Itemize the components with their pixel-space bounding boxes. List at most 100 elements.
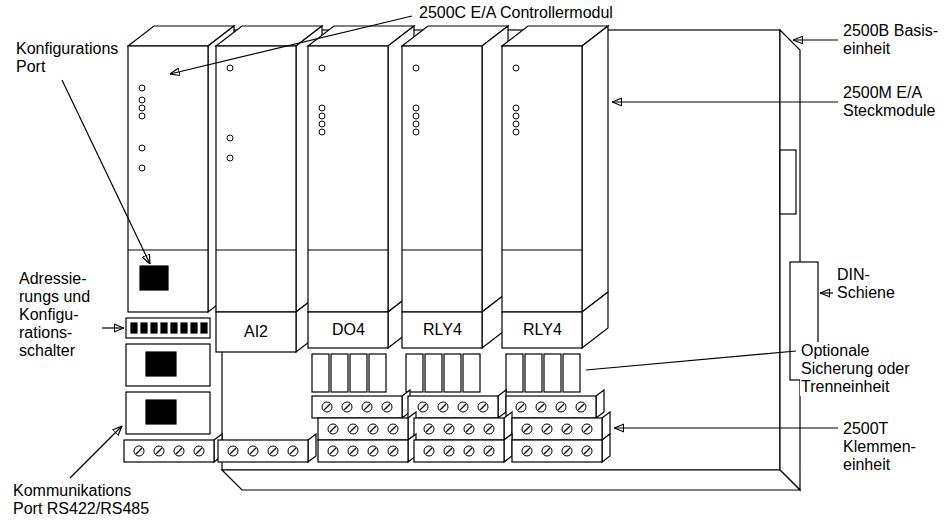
io-module bbox=[402, 46, 482, 312]
leader-line bbox=[62, 16, 838, 478]
comm-port bbox=[146, 400, 176, 424]
callout-label: AI2 bbox=[243, 323, 269, 341]
dip-switch bbox=[201, 323, 207, 333]
dip-switch bbox=[181, 323, 187, 333]
io-module bbox=[402, 312, 482, 348]
leader-line bbox=[170, 16, 412, 74]
io-module bbox=[502, 26, 608, 348]
controller-module bbox=[128, 249, 208, 250]
callout-label: DIN- Schiene bbox=[836, 266, 908, 302]
io-module bbox=[413, 121, 419, 127]
io-module bbox=[227, 155, 233, 161]
fuse-unit bbox=[312, 354, 580, 392]
controller-module bbox=[139, 85, 145, 91]
io-module bbox=[513, 129, 519, 135]
io-module bbox=[513, 121, 519, 127]
io-module bbox=[216, 46, 296, 312]
callout-label: RLY4 bbox=[522, 321, 563, 339]
callout-label: 2500M E/A Steckmodule bbox=[842, 84, 948, 120]
terminal-block bbox=[124, 434, 222, 462]
dip-switch bbox=[131, 323, 137, 333]
controller-module bbox=[139, 97, 145, 103]
leader-line bbox=[793, 39, 838, 40]
controller-module bbox=[139, 105, 145, 111]
dip-switch bbox=[161, 323, 167, 333]
base-unit bbox=[222, 30, 800, 490]
controller-module bbox=[139, 165, 145, 171]
io-module bbox=[319, 65, 325, 71]
terminal-block bbox=[124, 390, 610, 462]
io-module bbox=[216, 26, 322, 352]
io-module bbox=[227, 135, 233, 141]
callout-label: RLY4 bbox=[422, 321, 463, 339]
dip-switch bbox=[151, 323, 157, 333]
leader-line bbox=[612, 101, 838, 102]
io-module bbox=[413, 113, 419, 119]
leader-line bbox=[102, 327, 124, 328]
callout-label: Kommunikations Port RS422/RS485 bbox=[12, 482, 164, 518]
callout-label: Konfigurations Port bbox=[15, 40, 127, 76]
io-module bbox=[308, 312, 388, 348]
io-module bbox=[402, 249, 482, 250]
terminal-block bbox=[414, 434, 512, 462]
controller-module bbox=[128, 46, 208, 312]
callout-label: 2500B Basis- einheit bbox=[842, 22, 948, 58]
controller-module bbox=[139, 113, 145, 119]
dip-switch bbox=[126, 318, 210, 338]
comm-port bbox=[126, 344, 210, 386]
callout-label: DO4 bbox=[331, 321, 366, 339]
terminal-block bbox=[512, 412, 610, 440]
io-module bbox=[216, 312, 296, 352]
io-module bbox=[582, 292, 608, 348]
callout-label: Optionale Sicherung oder Trenneinheit bbox=[800, 342, 930, 396]
leader-line bbox=[70, 426, 122, 478]
controller-module bbox=[140, 266, 168, 290]
io-module bbox=[319, 129, 325, 135]
fuse-unit bbox=[406, 354, 423, 392]
fuse-unit bbox=[525, 354, 542, 392]
comm-port bbox=[146, 352, 176, 376]
fuse-unit bbox=[312, 354, 329, 392]
terminal-block bbox=[218, 434, 316, 462]
dip-switch bbox=[141, 323, 147, 333]
fuse-unit bbox=[506, 354, 523, 392]
fuse-unit bbox=[563, 354, 580, 392]
terminal-block bbox=[318, 412, 416, 440]
callout-label: 2500T Klemmen- einheit bbox=[842, 420, 948, 474]
io-module bbox=[582, 26, 608, 312]
base-unit bbox=[780, 150, 796, 214]
dip-switch bbox=[126, 318, 210, 338]
terminal-block bbox=[506, 390, 604, 418]
comm-port bbox=[126, 392, 210, 434]
io-module bbox=[502, 312, 582, 348]
fuse-unit bbox=[463, 354, 480, 392]
io-module bbox=[216, 249, 296, 250]
callout-label: Adressie- rungs und Konfigu- rations- sc… bbox=[18, 270, 100, 360]
leader-line bbox=[586, 351, 796, 370]
io-module bbox=[308, 46, 388, 312]
terminal-block bbox=[414, 412, 512, 440]
io-module bbox=[308, 26, 414, 348]
dip-switch bbox=[191, 323, 197, 333]
leader-line bbox=[62, 80, 150, 264]
base-unit bbox=[780, 30, 800, 490]
io-module bbox=[513, 105, 519, 111]
io-module bbox=[319, 113, 325, 119]
comm-port bbox=[126, 344, 210, 434]
fuse-unit bbox=[331, 354, 348, 392]
terminal-block bbox=[408, 390, 506, 418]
io-module bbox=[319, 105, 325, 111]
terminal-block bbox=[312, 390, 410, 418]
terminal-block bbox=[512, 434, 610, 462]
terminal-block bbox=[318, 434, 416, 462]
io-module bbox=[413, 129, 419, 135]
io-module bbox=[513, 113, 519, 119]
fuse-unit bbox=[444, 354, 461, 392]
callout-label: 2500C E/A Controllermodul bbox=[418, 4, 614, 22]
base-unit bbox=[222, 470, 800, 490]
dip-switch bbox=[171, 323, 177, 333]
leader-line bbox=[614, 427, 838, 428]
io-module bbox=[502, 249, 582, 250]
fuse-unit bbox=[544, 354, 561, 392]
